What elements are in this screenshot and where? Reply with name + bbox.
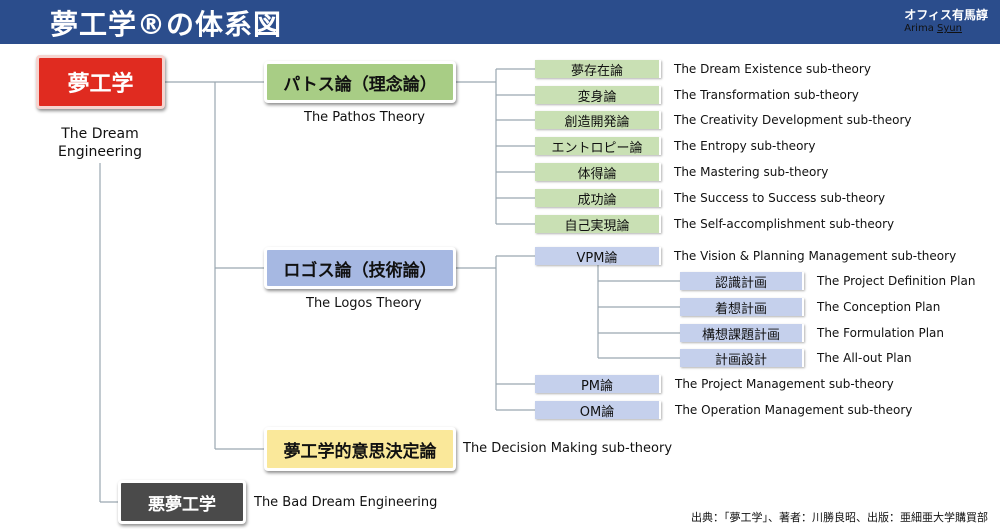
branch-pathos: パトス論（理念論） <box>264 61 456 103</box>
branch-logos-english: The Logos Theory <box>306 296 422 311</box>
vpm-plan-2-english: The Conception Plan <box>817 300 941 314</box>
org-credit: オフィス有馬諄 Arima Syun <box>904 8 988 34</box>
org-name-en: Arima Syun <box>904 22 962 36</box>
vpm-plan-1: 認識計画 <box>680 272 804 291</box>
vpm-plan-1-english: The Project Definition Plan <box>817 274 976 288</box>
main-node-english: The Dream Engineering <box>58 126 142 160</box>
vpm-plan-4: 計画設計 <box>680 349 804 368</box>
pathos-sub-6-english: The Success to Success sub-theory <box>674 191 886 205</box>
branch-bad-dream-label: 悪夢工学 <box>148 494 216 515</box>
pathos-sub-7: 自己実現論 <box>535 215 661 234</box>
branch-bad-dream-english: The Bad Dream Engineering <box>254 495 438 510</box>
vpm-plan-4-english: The All-out Plan <box>817 351 912 365</box>
logos-sub-pm-english: The Project Management sub-theory <box>675 377 894 391</box>
branch-pathos-label: パトス論（理念論） <box>283 74 437 95</box>
vpm-plan-2: 着想計画 <box>680 298 804 317</box>
org-name-jp: オフィス有馬諄 <box>904 8 988 22</box>
branch-logos-label: ロゴス論（技術論） <box>283 260 437 281</box>
branch-decision: 夢工学的意思決定論 <box>264 427 456 471</box>
page-title: 夢工学®の体系図 <box>50 8 283 41</box>
org-name-en-first: Arima <box>904 23 934 34</box>
logos-sub-pm: PM論 <box>535 375 661 394</box>
main-node-label: 夢工学 <box>67 72 134 97</box>
pathos-sub-4: エントロピー論 <box>535 137 661 156</box>
logos-sub-om: OM論 <box>535 401 661 420</box>
branch-pathos-english: The Pathos Theory <box>304 110 425 125</box>
pathos-sub-1: 夢存在論 <box>535 60 661 79</box>
branch-decision-english: The Decision Making sub-theory <box>463 441 673 456</box>
main-node-dream-engineering: 夢工学 <box>36 55 165 109</box>
pathos-sub-2: 変身論 <box>535 86 661 105</box>
pathos-sub-3: 創造開発論 <box>535 111 661 130</box>
vpm-plan-3-english: The Formulation Plan <box>817 326 944 340</box>
logos-sub-vpm-english: The Vision & Planning Management sub-the… <box>674 249 957 263</box>
source-citation: 出典：「夢工学」、著者：川勝良昭、出版：亜細亜大学購買部 <box>691 511 988 524</box>
pathos-sub-7-english: The Self-accomplishment sub-theory <box>674 217 895 231</box>
branch-logos: ロゴス論（技術論） <box>264 247 456 289</box>
logos-sub-vpm: VPM論 <box>535 247 661 266</box>
pathos-sub-4-english: The Entropy sub-theory <box>674 139 816 153</box>
pathos-sub-1-english: The Dream Existence sub-theory <box>674 62 871 76</box>
branch-bad-dream: 悪夢工学 <box>118 480 246 524</box>
pathos-sub-5-english: The Mastering sub-theory <box>674 165 829 179</box>
pathos-sub-2-english: The Transformation sub-theory <box>674 88 859 102</box>
pathos-sub-5: 体得論 <box>535 163 661 182</box>
logos-sub-om-english: The Operation Management sub-theory <box>675 403 913 417</box>
header-bar: 夢工学®の体系図 オフィス有馬諄 Arima Syun <box>0 0 1000 44</box>
branch-decision-label: 夢工学的意思決定論 <box>283 441 437 462</box>
vpm-plan-3: 構想課題計画 <box>680 324 804 343</box>
pathos-sub-3-english: The Creativity Development sub-theory <box>674 113 912 127</box>
pathos-sub-6: 成功論 <box>535 189 661 208</box>
org-name-en-last: Syun <box>937 23 962 34</box>
